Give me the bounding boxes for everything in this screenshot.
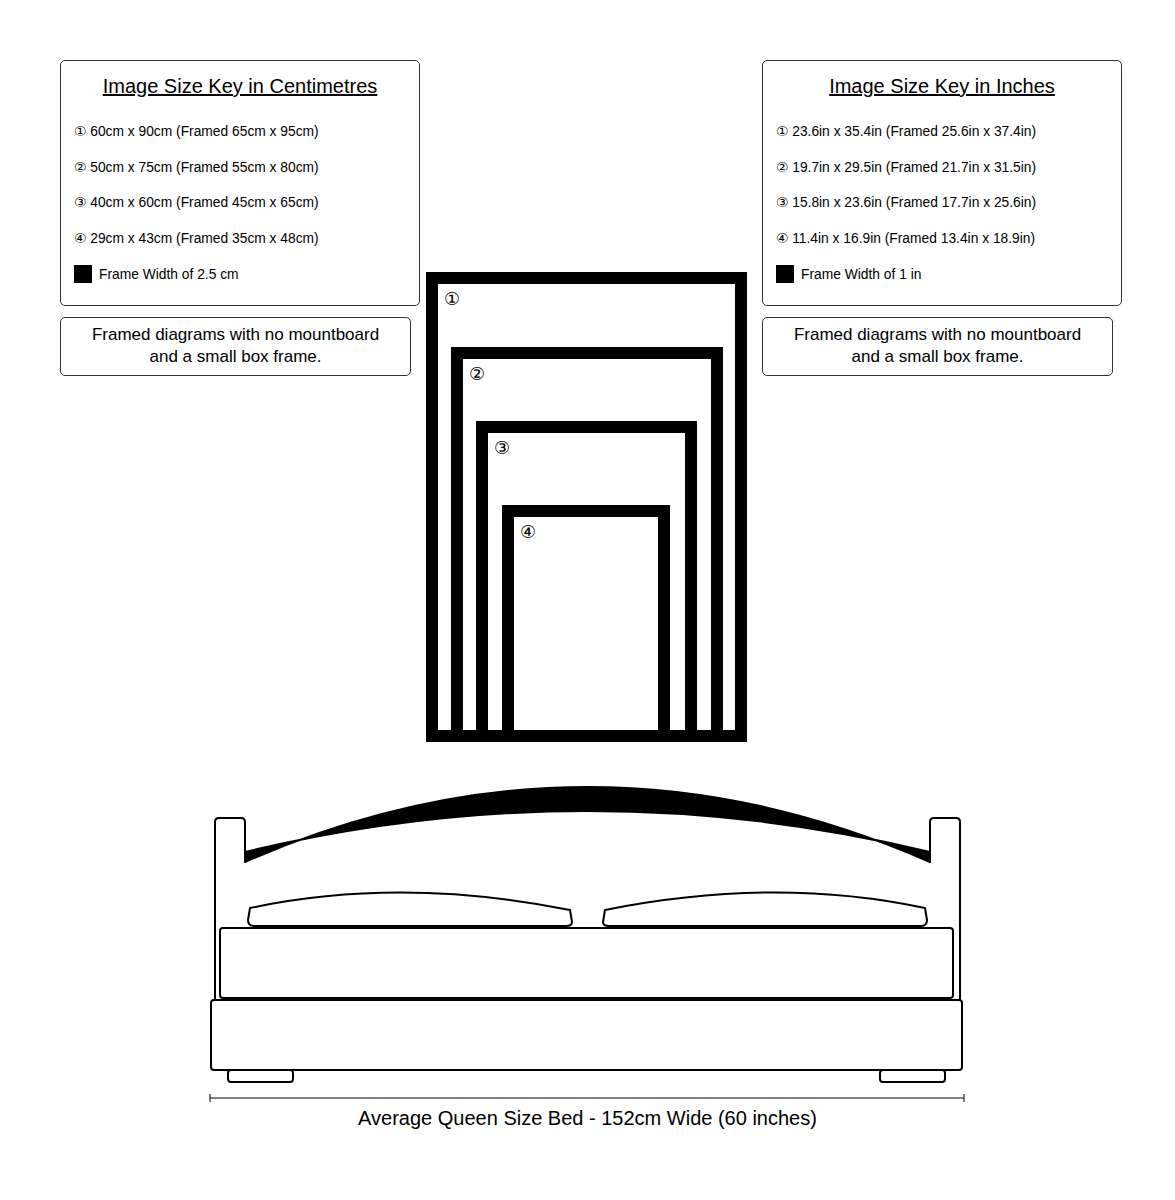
size-entry: ① 60cm x 90cm (Framed 65cm x 95cm) [74,121,319,143]
dimension-tick [210,1094,211,1102]
legend-text: Frame Width of 2.5 cm [99,267,239,282]
size-entry: ③ 15.8in x 23.6in (Framed 17.7in x 25.6i… [776,192,1036,214]
note-box: Framed diagrams with no mountboard and a… [60,317,411,376]
bed-base [211,1000,962,1070]
callout-number: ④ [520,522,536,542]
dimension-tick [964,1094,965,1102]
size-key-box: Image Size Key in Inches ① 23.6in x 35.4i… [762,60,1122,306]
size-entry: ② 19.7in x 29.5in (Framed 21.7in x 31.5i… [776,157,1036,179]
frame-outline: ③④ [476,421,697,742]
legend-swatch [776,265,794,283]
headboard-arch [245,787,930,862]
frame-outline: ①②③④ [426,272,747,742]
legend-text: Frame Width of 1 in [801,267,921,282]
pillow [248,892,572,926]
size-entry: ② 50cm x 75cm (Framed 55cm x 80cm) [74,157,319,179]
size-entry: ④ 11.4in x 16.9in (Framed 13.4in x 18.9i… [776,228,1035,250]
key-title: Image Size Key in Centimetres [61,75,419,97]
legend-row: Frame Width of 2.5 cm [74,263,239,285]
frame-outline: ④ [502,505,670,742]
bed-caption: Average Queen Size Bed - 152cm Wide (60 … [0,1106,1175,1130]
pillow [603,892,927,926]
callout-number: ② [469,364,485,384]
bed-foot [228,1070,293,1082]
size-entry: ④ 29cm x 43cm (Framed 35cm x 48cm) [74,228,319,250]
key-title: Image Size Key in Inches [763,75,1121,97]
bed-foot [880,1070,945,1082]
size-entry: ③ 40cm x 60cm (Framed 45cm x 65cm) [74,192,319,214]
legend-row: Frame Width of 1 in [776,263,921,285]
note-text: Framed diagrams with no mountboard and a… [86,324,386,368]
callout-number: ③ [494,438,510,458]
dimension-line [210,1098,964,1099]
mattress [220,928,953,998]
frame-outline: ②③④ [451,347,723,742]
size-key-box: Image Size Key in Centimetres ① 60cm x 90… [60,60,420,306]
note-text: Framed diagrams with no mountboard and a… [788,324,1088,368]
legend-swatch [74,265,92,283]
callout-number: ① [444,289,460,309]
size-entry: ① 23.6in x 35.4in (Framed 25.6in x 37.4i… [776,121,1036,143]
note-box: Framed diagrams with no mountboard and a… [762,317,1113,376]
